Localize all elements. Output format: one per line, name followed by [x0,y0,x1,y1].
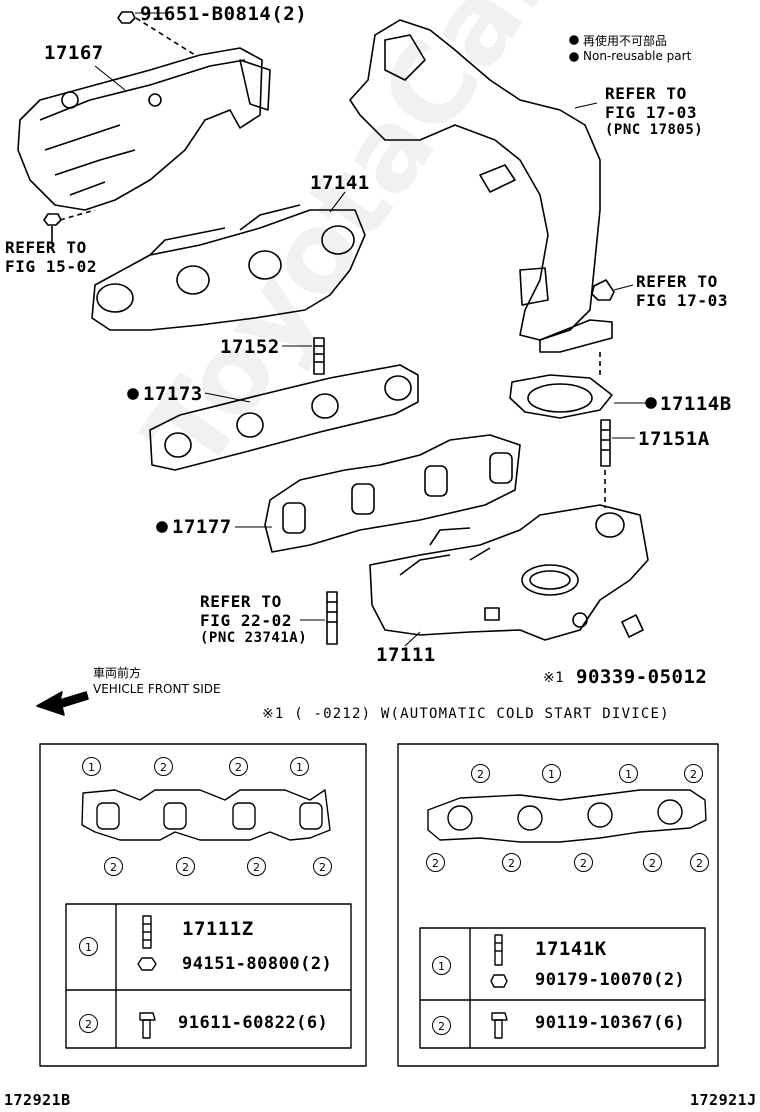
front-arrow-icon [36,691,89,716]
label-17111: 17111 [376,644,436,666]
gasket-17173-drawing [149,364,419,471]
ref-line: FIG 22-02 [200,611,293,630]
pin-90339-drawing [621,614,644,638]
circle-mark: 2 [643,853,662,872]
left-row1-part1: 17111Z [182,918,254,940]
circle-mark: 2 [432,1016,451,1035]
label-17151a: 17151A [638,428,710,450]
circle-mark: 1 [290,757,309,776]
nut-drawing [591,279,615,301]
legend-dot-1 [569,35,579,45]
legend-dot-2 [569,52,579,62]
circle-mark: 1 [79,937,98,956]
label-91651: 91651-B0814(2) [140,3,308,25]
ref-line: REFER TO [5,238,87,257]
ref-17-03-b: REFER TO FIG 17-03 [636,272,728,310]
ref-15-02: REFER TO FIG 15-02 [5,238,97,276]
circle-mark: 2 [104,857,123,876]
circle-mark: 2 [313,857,332,876]
label-17177: 17177 [172,516,232,538]
circle-mark: 1 [619,764,638,783]
circle-mark: 2 [229,757,248,776]
ref-line: REFER TO [605,84,687,103]
left-row1-part2: 94151-80800(2) [182,954,333,974]
circle-mark: 2 [471,764,490,783]
stud-2202-drawing [326,591,338,645]
gasket-17114b-drawing [509,374,613,419]
right-panel-frame [397,743,719,1067]
circle-mark: 2 [176,857,195,876]
right-row2-part1: 90119-10367(6) [535,1013,686,1033]
heat-insulator-drawing [17,47,271,211]
manifold-17111-drawing [369,504,649,641]
leader-lines [94,12,645,647]
exhaust-pipe-drawing [349,19,613,378]
dot-17114b [645,397,657,409]
ref-line: (PNC 17805) [605,122,704,138]
left-row2-part1: 91611-60822(6) [178,1013,329,1033]
label-17173: 17173 [143,383,203,405]
stud-17152-drawing [313,337,325,375]
legend-en: Non-reusable part [583,49,692,63]
circle-mark: 2 [154,757,173,776]
circle-mark: 2 [574,853,593,872]
circle-mark: 1 [542,764,561,783]
left-row1-mark: 1 [79,936,98,956]
dot-17173 [127,388,139,400]
right-row1-part2: 90179-10070(2) [535,970,686,990]
stud-17151a-drawing [600,419,611,508]
legend-jp: 再使用不可部品 [583,34,668,48]
circle-mark: 1 [82,757,101,776]
auto-cold-start-note: ※1 ( -0212) W(AUTOMATIC COLD START DIVIC… [262,706,670,722]
ref-line: (PNC 23741A) [200,630,308,646]
exhaust-manifold-17141-drawing [91,204,366,331]
circle-mark: 2 [502,853,521,872]
label-17114b: 17114B [660,393,732,415]
label-17167: 17167 [44,42,104,64]
front-label-en: VEHICLE FRONT SIDE [93,682,221,696]
ref-line: FIG 15-02 [5,257,98,276]
left-row2-mark: 2 [79,1013,98,1033]
circle-mark: 2 [690,853,709,872]
circle-mark: 1 [432,956,451,975]
ref-22-02: REFER TO FIG 22-02 (PNC 23741A) [200,592,307,648]
dot-17177 [156,521,168,533]
label-90339: 90339-05012 [576,666,708,688]
bolt-drawing [43,11,196,245]
ref-line: FIG 17-03 [636,291,729,310]
footer-left-code: 172921B [4,1091,71,1109]
right-row1-mark: 1 [432,955,451,975]
ref-line: FIG 17-03 [605,103,698,122]
circle-mark: 2 [426,853,445,872]
ref-line: REFER TO [200,592,282,611]
label-17141: 17141 [310,172,370,194]
circle-mark: 2 [79,1014,98,1033]
right-row1-part1: 17141K [535,938,607,960]
front-label-jp: 車両前方 [93,666,142,680]
right-row2-mark: 2 [432,1015,451,1035]
ref-line: REFER TO [636,272,718,291]
ref-17-03-a: REFER TO FIG 17-03 (PNC 17805) [605,84,703,140]
label-note-mark: ※1 [543,670,565,686]
circle-mark: 2 [247,857,266,876]
gasket-17177-drawing [264,434,521,553]
left-panel-frame [39,743,367,1067]
label-17152: 17152 [220,336,280,358]
circle-mark: 2 [684,764,703,783]
footer-right-code: 172921J [690,1091,757,1109]
